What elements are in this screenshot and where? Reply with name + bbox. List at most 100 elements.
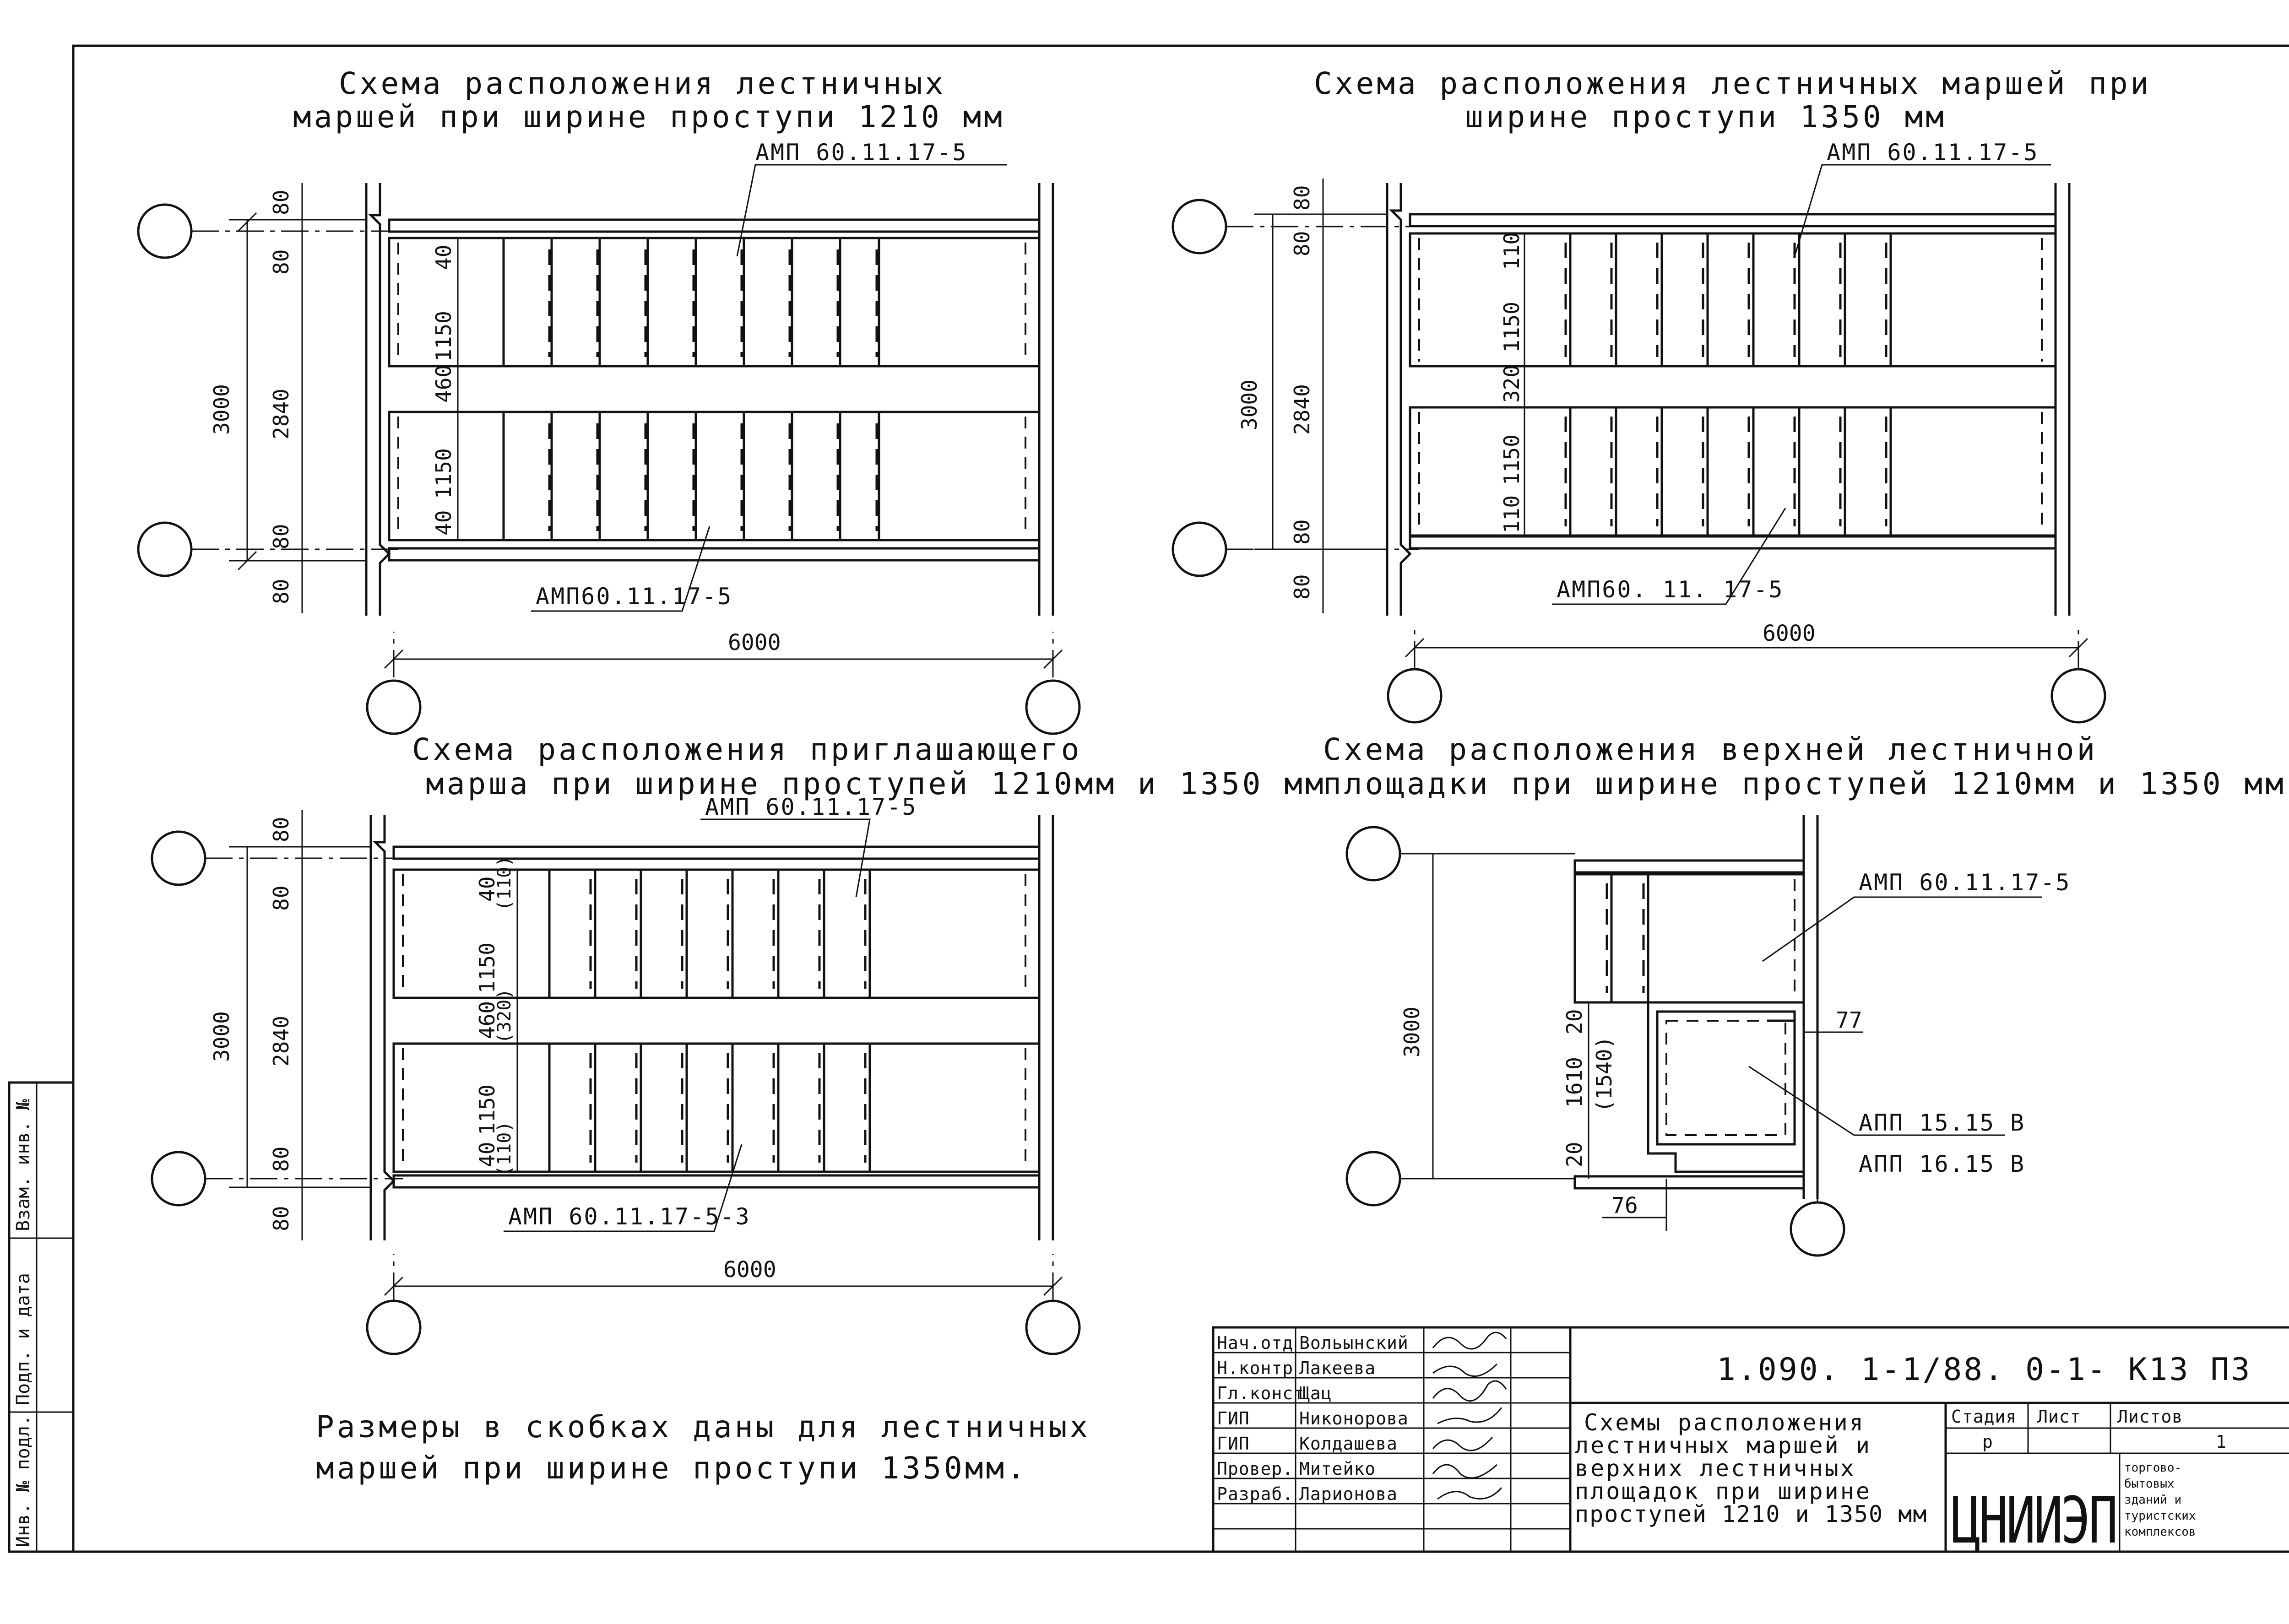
axis-marker <box>1025 1299 1081 1355</box>
treads-bottom <box>502 412 880 540</box>
axis-marker <box>151 830 206 886</box>
role-label: Н.контр <box>1217 1358 1293 1378</box>
dim-80: 80 <box>269 579 293 604</box>
scheme-2-title-line2: ширине проступи 1350 мм <box>1465 99 1947 135</box>
dim-40: 40 <box>431 245 456 270</box>
axis-marker <box>1172 199 1227 254</box>
dim-320: 320 <box>1499 365 1524 403</box>
organization-sub: комплексов <box>2124 1525 2196 1539</box>
scheme-2-title-line1: Схема расположения лестничных маршей при <box>1314 66 2151 101</box>
dim-3000: 3000 <box>209 1011 234 1062</box>
scheme-3-mark-bottom: АМП 60.11.17-5-3 <box>508 1203 751 1230</box>
role-label: ГИП <box>1217 1434 1250 1454</box>
dim-110: (110) <box>494 856 515 911</box>
dim-80: 80 <box>1290 574 1314 600</box>
dim-80: 80 <box>1290 520 1314 545</box>
scheme-4-mark-march: АМП 60.11.17-5 <box>1859 869 2071 896</box>
role-name: Митейко <box>1299 1459 1376 1479</box>
dim-80: 80 <box>1290 185 1314 211</box>
role-label: Гл.конст <box>1217 1383 1304 1403</box>
dim-2840: 2840 <box>269 1016 293 1066</box>
axis-marker <box>137 203 193 259</box>
sheets-label: Листов <box>2117 1407 2183 1427</box>
scheme-1-mark-bottom: АМП60.11.17-5 <box>536 583 732 610</box>
scheme-1-title-line1: Схема расположения лестничных <box>339 66 946 101</box>
side-stamp-inv: Инв. № подл. <box>13 1415 34 1547</box>
treads-top <box>502 238 880 366</box>
scheme-3-title-line2: марша при ширине проступей 1210мм и 1350… <box>426 766 1326 801</box>
dim-460: 460 <box>431 365 456 403</box>
sheets-value: 1 <box>2216 1432 2227 1452</box>
scheme-4: Схема расположения верхней лестничной пл… <box>1323 732 2284 1257</box>
dim-40: 40 <box>475 877 499 902</box>
sheet-label: Лист <box>2037 1407 2081 1427</box>
scheme-3: Схема расположения приглашающего марша п… <box>151 732 1326 1355</box>
dim-20: 20 <box>1562 1009 1587 1034</box>
dim-3000: 3000 <box>209 384 234 435</box>
dim-80: 80 <box>269 190 293 215</box>
dim-2840: 2840 <box>1290 384 1314 435</box>
description-line: Схемы расположения <box>1584 1409 1865 1436</box>
scheme-3-title-line1: Схема расположения приглашающего <box>412 732 1082 767</box>
dim-320: (320) <box>494 989 515 1044</box>
dim-1150: 1150 <box>1499 302 1524 352</box>
side-stamp: Взам. инв. № Подп. и дата Инв. № подл. <box>8 1081 75 1553</box>
scheme-4-title-line1: Схема расположения верхней лестничной <box>1323 732 2098 767</box>
dim-1150: 1150 <box>475 942 499 993</box>
side-stamp-vzam: Взам. инв. № <box>13 1099 34 1231</box>
scheme-1-mark-top: АМП 60.11.17-5 <box>755 139 967 166</box>
signatures <box>1432 1332 1507 1500</box>
side-stamp-podp: Подп. и дата <box>13 1273 34 1405</box>
role-label: Нач.отд <box>1217 1333 1293 1353</box>
axis-marker <box>151 1151 206 1207</box>
role-label: ГИП <box>1217 1408 1250 1429</box>
dim-80: 80 <box>269 817 293 842</box>
dim-1150: 1150 <box>431 311 456 362</box>
dim-1610: 1610 <box>1562 1057 1587 1108</box>
title-block: 1.090. 1-1/88. 0-1- К13 ПЗ Нач.отд Вольы… <box>1212 1326 2289 1558</box>
axis-marker <box>2050 668 2106 724</box>
scheme-4-mark-slab1: АПП 15.15 В <box>1859 1110 2025 1136</box>
dim-110: 110 <box>1499 495 1524 533</box>
axis-marker <box>1172 521 1227 577</box>
treads-top <box>548 870 871 998</box>
note-line1: Размеры в скобках даны для лестничных <box>316 1409 1090 1445</box>
dim-6000: 6000 <box>723 1257 776 1283</box>
dim-6000: 6000 <box>1763 621 1816 646</box>
dim-460: 460 <box>475 1001 499 1039</box>
role-name: Колдашева <box>1299 1434 1398 1454</box>
dim-80: 80 <box>269 524 293 549</box>
treads-top <box>1564 233 1892 366</box>
treads-bottom <box>1564 407 1892 536</box>
organization-sub: зданий и <box>2124 1493 2181 1507</box>
dim-6000: 6000 <box>728 630 781 655</box>
scheme-1-title-line2: маршей при ширине проступи 1210 мм <box>293 99 1005 135</box>
axis-marker <box>1790 1201 1845 1257</box>
dim-80: 80 <box>269 1206 293 1231</box>
dim-80: 80 <box>269 886 293 911</box>
stage-value: р <box>1982 1432 1993 1452</box>
description-line: лестничных маршей и <box>1575 1432 1871 1459</box>
drawing-frame <box>72 44 2289 1553</box>
dim-80: 80 <box>1290 231 1314 256</box>
organization-sub: туристских <box>2124 1509 2196 1523</box>
role-label: Провер. <box>1217 1459 1293 1479</box>
dim-77: 77 <box>1836 1007 1862 1033</box>
dim-1540: (1540) <box>1592 1036 1616 1112</box>
dim-20: 20 <box>1562 1142 1587 1167</box>
scheme-3-mark-top: АМП 60.11.17-5 <box>705 794 917 820</box>
dim-110: (110) <box>494 1121 515 1176</box>
organization-logo: ЦНИИЭП <box>1951 1483 2116 1558</box>
dim-80: 80 <box>269 1147 293 1172</box>
axis-marker <box>1345 826 1401 882</box>
description-line: верхних лестничных <box>1575 1455 1856 1482</box>
dim-1150: 1150 <box>1499 434 1524 485</box>
scheme-2-mark-bottom: АМП60. 11. 17-5 <box>1557 576 1784 603</box>
dim-76: 76 <box>1611 1193 1638 1218</box>
axis-marker <box>1345 1151 1401 1207</box>
axis-marker <box>137 521 193 577</box>
treads-bottom <box>548 1044 871 1172</box>
role-name: Ларионова <box>1299 1484 1398 1504</box>
scheme-1: Схема расположения лестничных маршей при… <box>137 66 1081 735</box>
